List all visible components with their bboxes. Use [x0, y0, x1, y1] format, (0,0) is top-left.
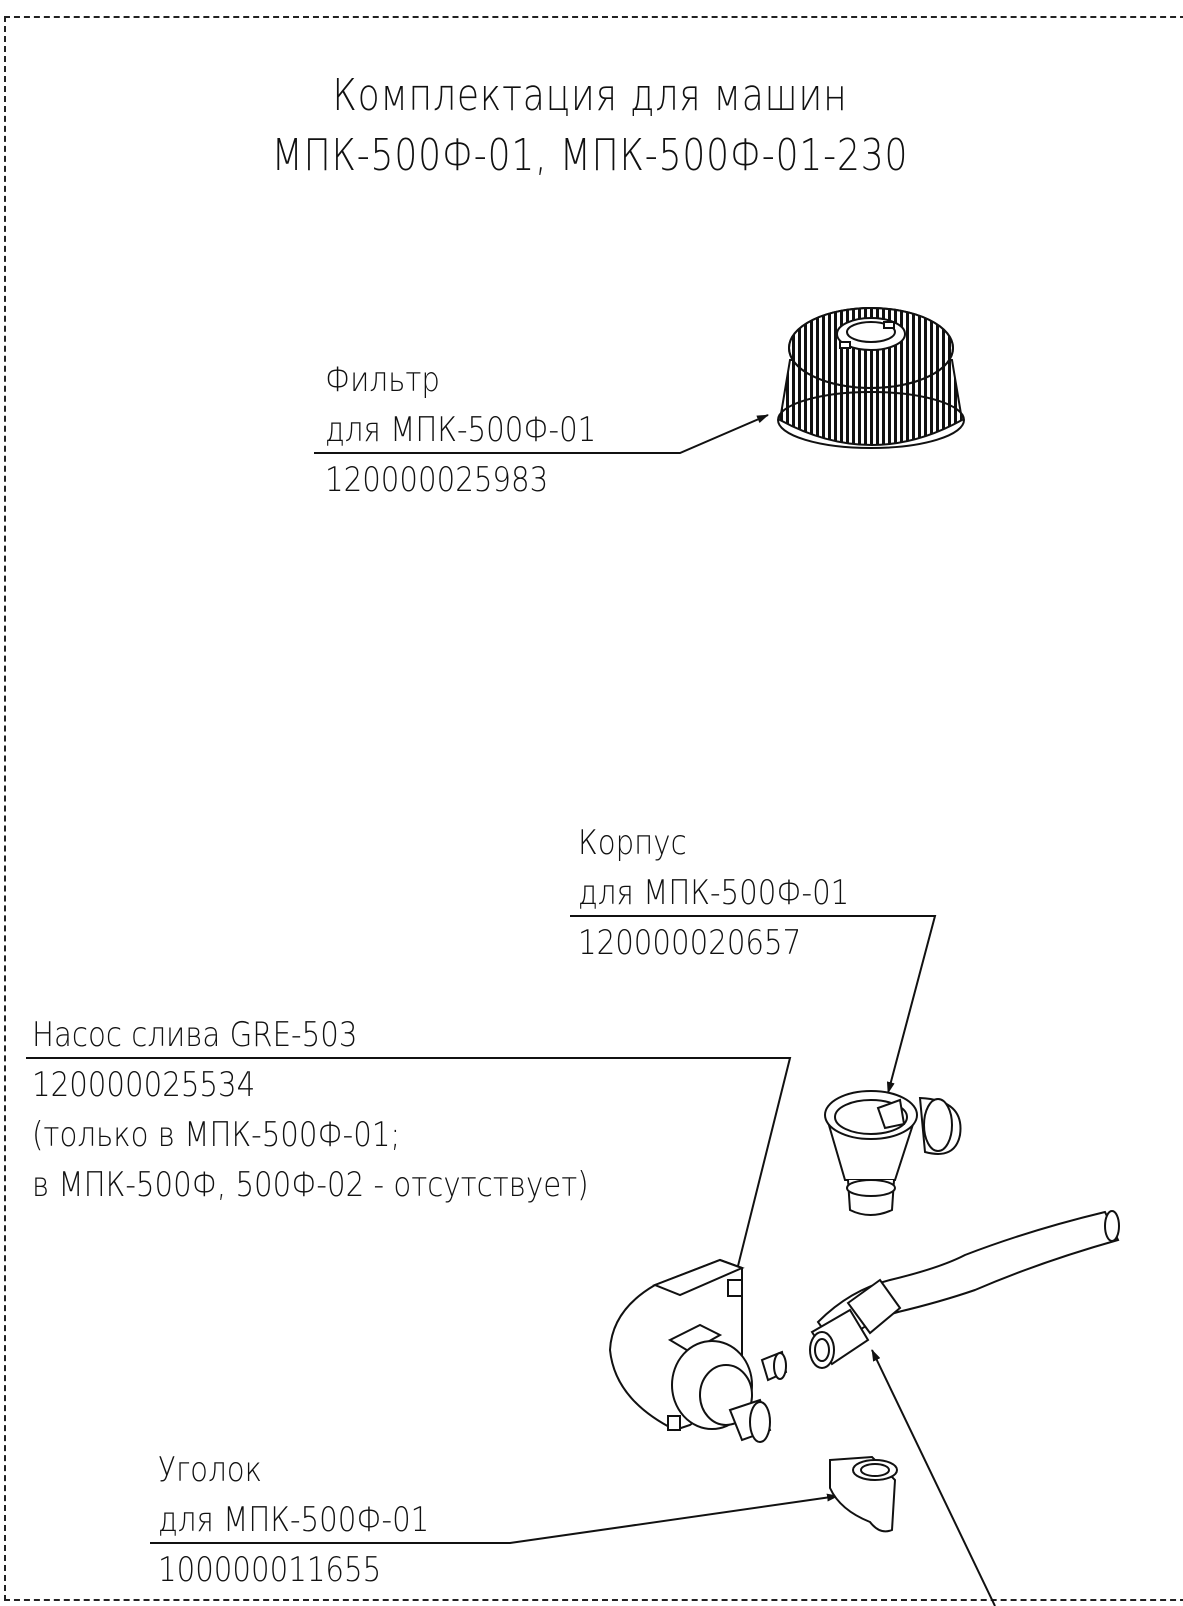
housing-name: Корпус [578, 823, 687, 863]
leader-lines [26, 414, 996, 1606]
pump-leader [26, 1057, 792, 1291]
housing-model: для МПК-500Ф-01 [578, 873, 850, 913]
title-line-1: Комплектация для машин [332, 70, 848, 121]
elbow-code: 100000011655 [158, 1550, 382, 1590]
pump-note-1: (только в МПК-500Ф-01; [32, 1115, 401, 1155]
hose-part [809, 1210, 1120, 1369]
hose-leader [871, 1349, 996, 1606]
housing-part [824, 1090, 962, 1216]
housing-leader [570, 915, 937, 1094]
pump-code: 120000025534 [32, 1065, 256, 1105]
title-line-2: МПК-500Ф-01, МПК-500Ф-01-230 [271, 130, 909, 181]
pump-part [608, 1258, 788, 1443]
filter-name: Фильтр [325, 360, 440, 400]
elbow-leader [150, 1493, 839, 1544]
elbow-part [829, 1455, 898, 1533]
housing-code: 120000020657 [578, 923, 802, 963]
filter-code: 120000025983 [325, 460, 549, 500]
filter-model: для МПК-500Ф-01 [325, 410, 597, 450]
elbow-name: Уголок [158, 1450, 263, 1490]
filter-leader [314, 414, 769, 454]
dashed-border [4, 16, 1183, 1601]
pump-note-2: в МПК-500Ф, 500Ф-02 - отсутствует) [32, 1165, 589, 1205]
pump-name: Насос слива GRE-503 [32, 1015, 358, 1055]
elbow-model: для МПК-500Ф-01 [158, 1500, 430, 1540]
filter-part [777, 307, 965, 449]
